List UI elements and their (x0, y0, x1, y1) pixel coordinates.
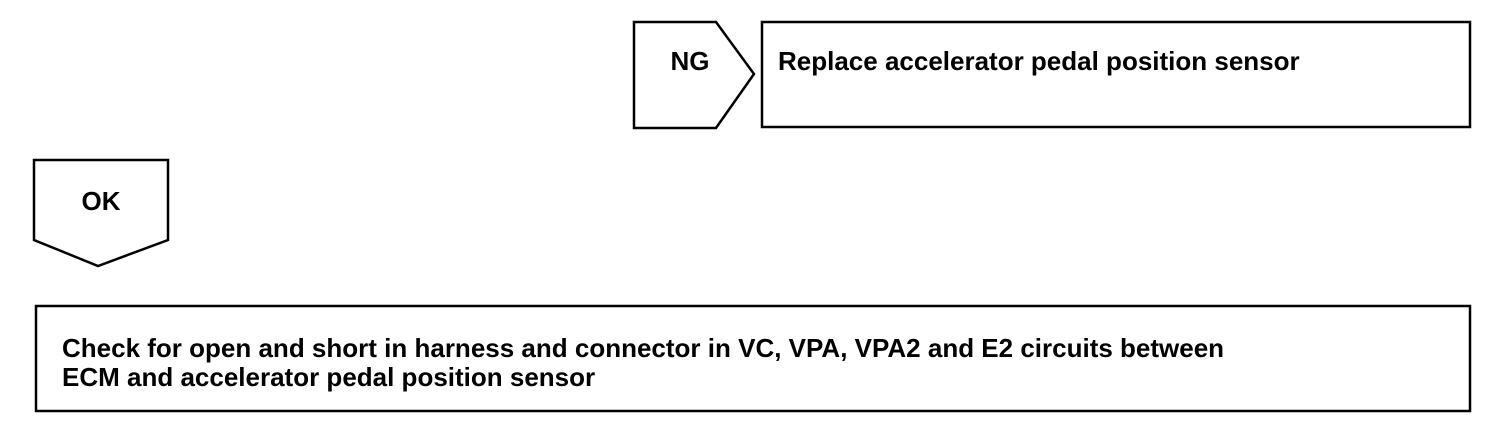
ng-arrow-shape (632, 20, 756, 130)
ng-result-box (760, 20, 1472, 129)
ok-arrow-shape (32, 158, 170, 268)
ng-result-text: Replace accelerator pedal position senso… (778, 46, 1300, 76)
next-step-box (34, 304, 1472, 413)
ok-label: OK (81, 186, 121, 216)
ng-label: NG (670, 46, 710, 76)
next-step-line-1: Check for open and short in harness and … (62, 333, 1225, 363)
next-step-text: Check for open and short in harness and … (62, 334, 1462, 392)
next-step-line-2: ECM and accelerator pedal position senso… (62, 362, 596, 392)
